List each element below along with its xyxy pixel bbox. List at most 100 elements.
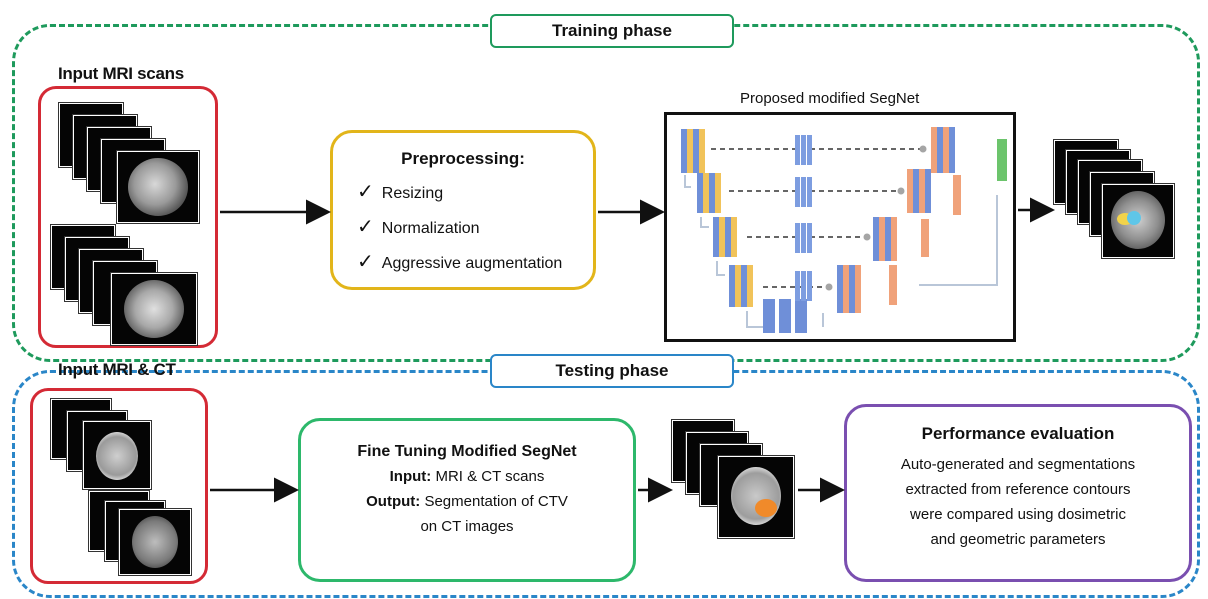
- brain-image: [132, 516, 178, 568]
- feature-map: [843, 265, 849, 313]
- training-phase-label: Training phase: [490, 14, 734, 48]
- feature-map: [931, 127, 937, 173]
- performance-evaluation-line: extracted from reference contours: [905, 481, 1131, 498]
- fine-tuning-input-key: Input:: [389, 468, 432, 485]
- preprocessing-item: ✓ Normalization: [357, 214, 593, 239]
- concat-node: [825, 283, 833, 291]
- feature-map: [763, 299, 775, 333]
- testing-phase-label: Testing phase: [490, 354, 734, 388]
- testing-output-stack: [672, 420, 796, 540]
- input-mri-scans-label: Input MRI scans: [58, 64, 184, 83]
- feature-map: [807, 223, 812, 253]
- feature-map: [885, 217, 891, 261]
- skip-connector: [700, 217, 709, 228]
- preprocessing-box: Preprocessing: ✓Resizing ✓Normalization …: [330, 130, 596, 290]
- feature-map: [687, 129, 693, 173]
- fine-tuning-output-line: Output: Segmentation of CTV: [301, 489, 633, 514]
- fine-tuning-input-line: Input: MRI & CT scans: [301, 464, 633, 489]
- segmented-slice-front: [1102, 184, 1174, 258]
- feature-map: [729, 265, 735, 307]
- fine-tuning-output-value: Segmentation of CTV: [420, 493, 568, 510]
- decoder-block: [907, 169, 961, 215]
- feature-map: [879, 217, 885, 261]
- feature-map: [953, 175, 961, 215]
- preprocessing-title: Preprocessing:: [401, 149, 525, 168]
- feature-map: [907, 169, 913, 213]
- feature-map: [795, 135, 800, 165]
- concat-node: [863, 233, 871, 241]
- feature-map: [925, 169, 931, 213]
- performance-evaluation-line: and geometric parameters: [930, 531, 1106, 548]
- segnet-diagram: [664, 112, 1016, 342]
- preprocessing-item: ✓Resizing: [357, 179, 593, 204]
- check-icon: ✓: [357, 181, 374, 203]
- feature-map: [913, 169, 919, 213]
- feature-map: [747, 265, 753, 307]
- feature-map: [949, 127, 955, 173]
- brain-image: [96, 432, 138, 480]
- feature-map: [709, 173, 715, 213]
- skip-connector: [684, 175, 691, 188]
- encoder-block: [697, 173, 721, 213]
- feature-map: [891, 217, 897, 261]
- feature-map: [801, 271, 806, 301]
- brain-image: [731, 467, 781, 525]
- feature-map: [943, 127, 949, 173]
- skip-connector: [716, 261, 725, 276]
- feature-map: [681, 129, 687, 173]
- output-layer: [997, 139, 1007, 181]
- feature-map: [703, 173, 709, 213]
- performance-evaluation-box: Performance evaluation Auto-generated an…: [844, 404, 1192, 582]
- feature-map: [837, 265, 843, 313]
- fine-tuning-title: Fine Tuning Modified SegNet: [301, 439, 633, 464]
- mri-slice-front: [119, 509, 191, 575]
- ctv-segmentation: [755, 499, 777, 517]
- feature-map: [921, 219, 929, 257]
- preprocessing-item-label: Normalization: [381, 220, 480, 237]
- skip-connector: [746, 311, 763, 328]
- input-mri-ct-box: [30, 388, 208, 584]
- performance-evaluation-title: Performance evaluation: [921, 424, 1115, 443]
- brain-image: [124, 280, 184, 338]
- feature-map: [779, 299, 791, 333]
- ct-slice-front: [83, 421, 151, 489]
- feature-map: [807, 135, 812, 165]
- feature-map: [725, 217, 731, 257]
- feature-map: [849, 265, 855, 313]
- feature-map: [801, 223, 806, 253]
- feature-map: [795, 271, 800, 301]
- training-output-stack: [1054, 140, 1174, 270]
- feature-map: [713, 217, 719, 257]
- mri-slice-front: [111, 273, 197, 345]
- feature-map: [919, 169, 925, 213]
- fine-tuning-output-line-2: on CT images: [420, 518, 514, 535]
- decoder-block: [873, 217, 929, 261]
- brain-image: [128, 158, 188, 216]
- preprocessing-item: ✓ Aggressive augmentation: [357, 249, 593, 274]
- feature-map: [693, 129, 699, 173]
- fine-tuning-box: Fine Tuning Modified SegNet Input: MRI &…: [298, 418, 636, 582]
- performance-evaluation-line: Auto-generated and segmentations: [900, 456, 1136, 473]
- feature-map: [807, 177, 812, 207]
- ct-slice-front: [718, 456, 794, 538]
- feature-map: [735, 265, 741, 307]
- fine-tuning-title-text: Fine Tuning Modified SegNet: [357, 443, 577, 460]
- check-icon: ✓: [357, 251, 374, 273]
- check-icon: ✓: [357, 216, 374, 238]
- feature-map: [795, 299, 807, 333]
- skip-connector: [919, 195, 998, 286]
- fine-tuning-input-value: MRI & CT scans: [431, 468, 545, 485]
- concat-node: [919, 145, 927, 153]
- feature-map: [699, 129, 705, 173]
- feature-map: [889, 265, 897, 305]
- fine-tuning-output-key: Output:: [366, 493, 421, 510]
- feature-map: [697, 173, 703, 213]
- preprocessing-item-label: Aggressive augmentation: [381, 255, 563, 272]
- bottleneck-block: [763, 299, 807, 333]
- input-mri-scans-box: [38, 86, 218, 348]
- input-mri-ct-label: Input MRI & CT: [58, 360, 176, 379]
- decoder-block: [837, 265, 897, 313]
- feature-map: [795, 177, 800, 207]
- encoder-block: [713, 217, 737, 257]
- segnet-architecture: [681, 127, 1007, 333]
